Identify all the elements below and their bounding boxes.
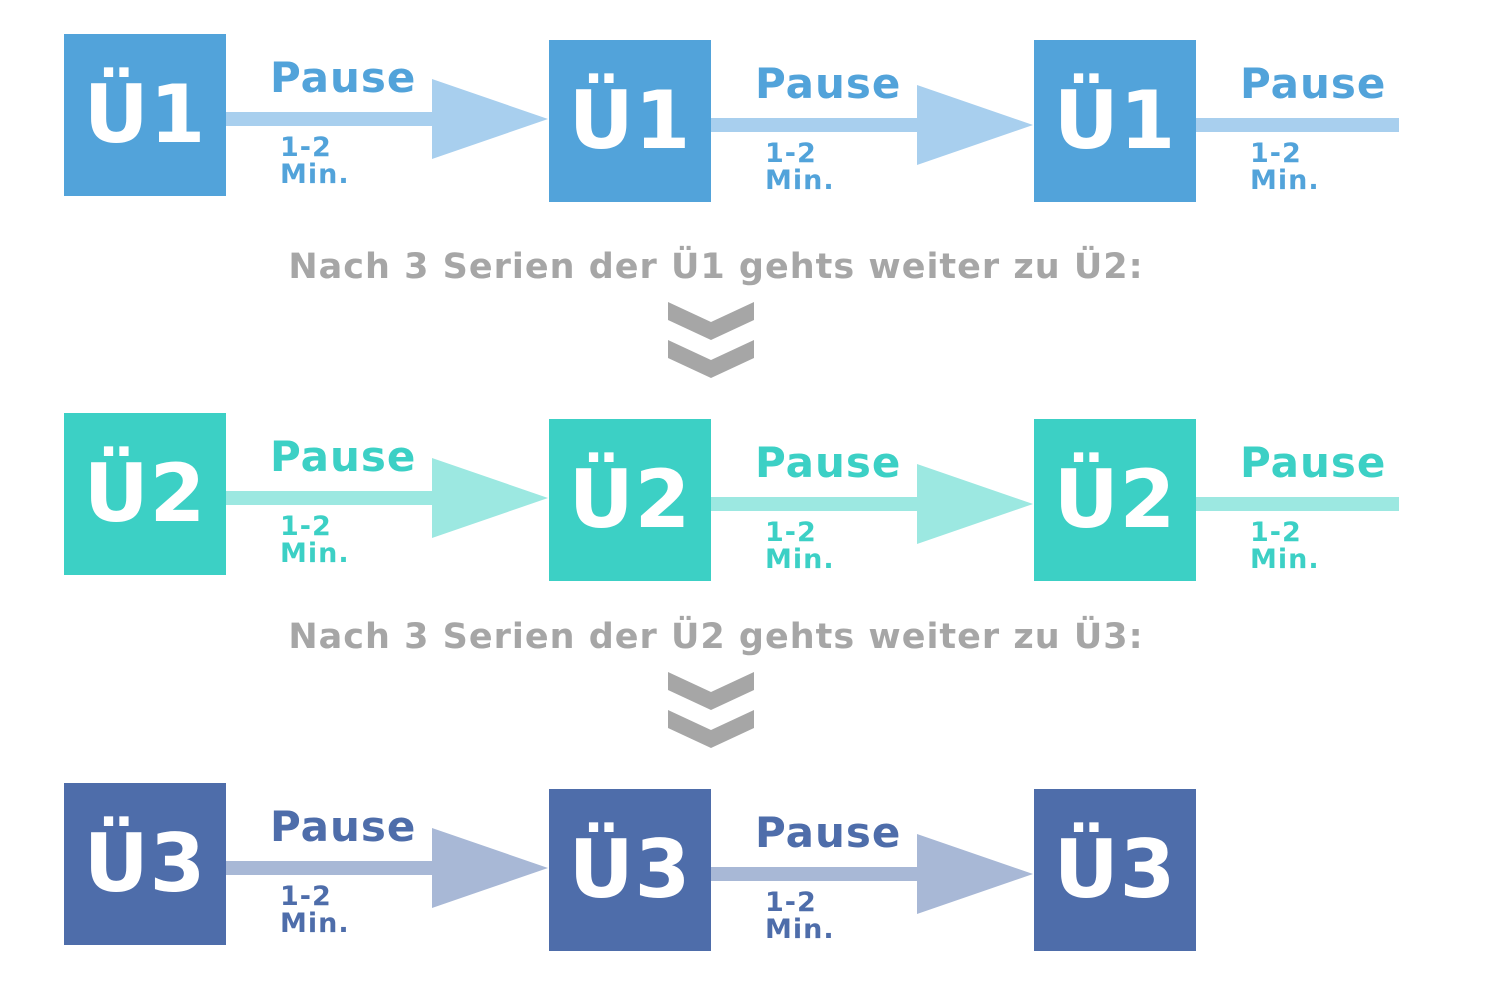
arrow-shaft — [226, 861, 436, 875]
exercise-box-u2-set-3: Ü2 — [1034, 419, 1196, 581]
double-chevron-down-icon — [668, 672, 754, 748]
pause-duration: 1-2 Min. — [280, 511, 350, 569]
pause-duration: 1-2 Min. — [765, 887, 835, 945]
pause-label: Pause — [755, 438, 902, 487]
arrow-head-icon — [432, 79, 548, 159]
exercise-box-u2-set-1: Ü2 — [64, 413, 226, 575]
arrow-head-icon — [432, 458, 548, 538]
arrow-head-icon — [917, 464, 1033, 544]
exercise-row-3: Ü3 Pause 1-2 Min. Ü3 Pause 1-2 Min. Ü3 — [0, 783, 1500, 953]
exercise-box-u3-set-1: Ü3 — [64, 783, 226, 945]
pause-line — [1196, 118, 1399, 132]
pause-label: Pause — [270, 432, 417, 481]
arrow-shaft — [226, 112, 436, 126]
arrow-head-icon — [917, 834, 1033, 914]
pause-duration: 1-2 Min. — [765, 138, 835, 196]
transition-text-1: Nach 3 Serien der Ü1 gehts weiter zu Ü2: — [288, 247, 1144, 287]
double-chevron-down-icon — [668, 302, 754, 378]
pause-label: Pause — [1240, 59, 1387, 108]
arrow-shaft — [711, 497, 921, 511]
arrow-shaft — [711, 867, 921, 881]
pause-label: Pause — [270, 53, 417, 102]
pause-duration: 1-2 Min. — [1250, 517, 1320, 575]
exercise-row-1: Ü1 Pause 1-2 Min. Ü1 Pause 1-2 Min. Ü1 P… — [0, 34, 1500, 204]
exercise-box-u1-set-1: Ü1 — [64, 34, 226, 196]
pause-line — [1196, 497, 1399, 511]
exercise-box-u3-set-3: Ü3 — [1034, 789, 1196, 951]
exercise-box-u3-set-2: Ü3 — [549, 789, 711, 951]
pause-label: Pause — [755, 808, 902, 857]
arrow-shaft — [711, 118, 921, 132]
exercise-box-u1-set-2: Ü1 — [549, 40, 711, 202]
arrow-head-icon — [432, 828, 548, 908]
exercise-box-u1-set-3: Ü1 — [1034, 40, 1196, 202]
arrow-head-icon — [917, 85, 1033, 165]
pause-duration: 1-2 Min. — [1250, 138, 1320, 196]
pause-label: Pause — [270, 802, 417, 851]
pause-duration: 1-2 Min. — [765, 517, 835, 575]
pause-duration: 1-2 Min. — [280, 132, 350, 190]
exercise-box-u2-set-2: Ü2 — [549, 419, 711, 581]
pause-label: Pause — [755, 59, 902, 108]
transition-text-2: Nach 3 Serien der Ü2 gehts weiter zu Ü3: — [288, 617, 1144, 657]
arrow-shaft — [226, 491, 436, 505]
pause-label: Pause — [1240, 438, 1387, 487]
exercise-row-2: Ü2 Pause 1-2 Min. Ü2 Pause 1-2 Min. Ü2 P… — [0, 413, 1500, 583]
pause-duration: 1-2 Min. — [280, 881, 350, 939]
